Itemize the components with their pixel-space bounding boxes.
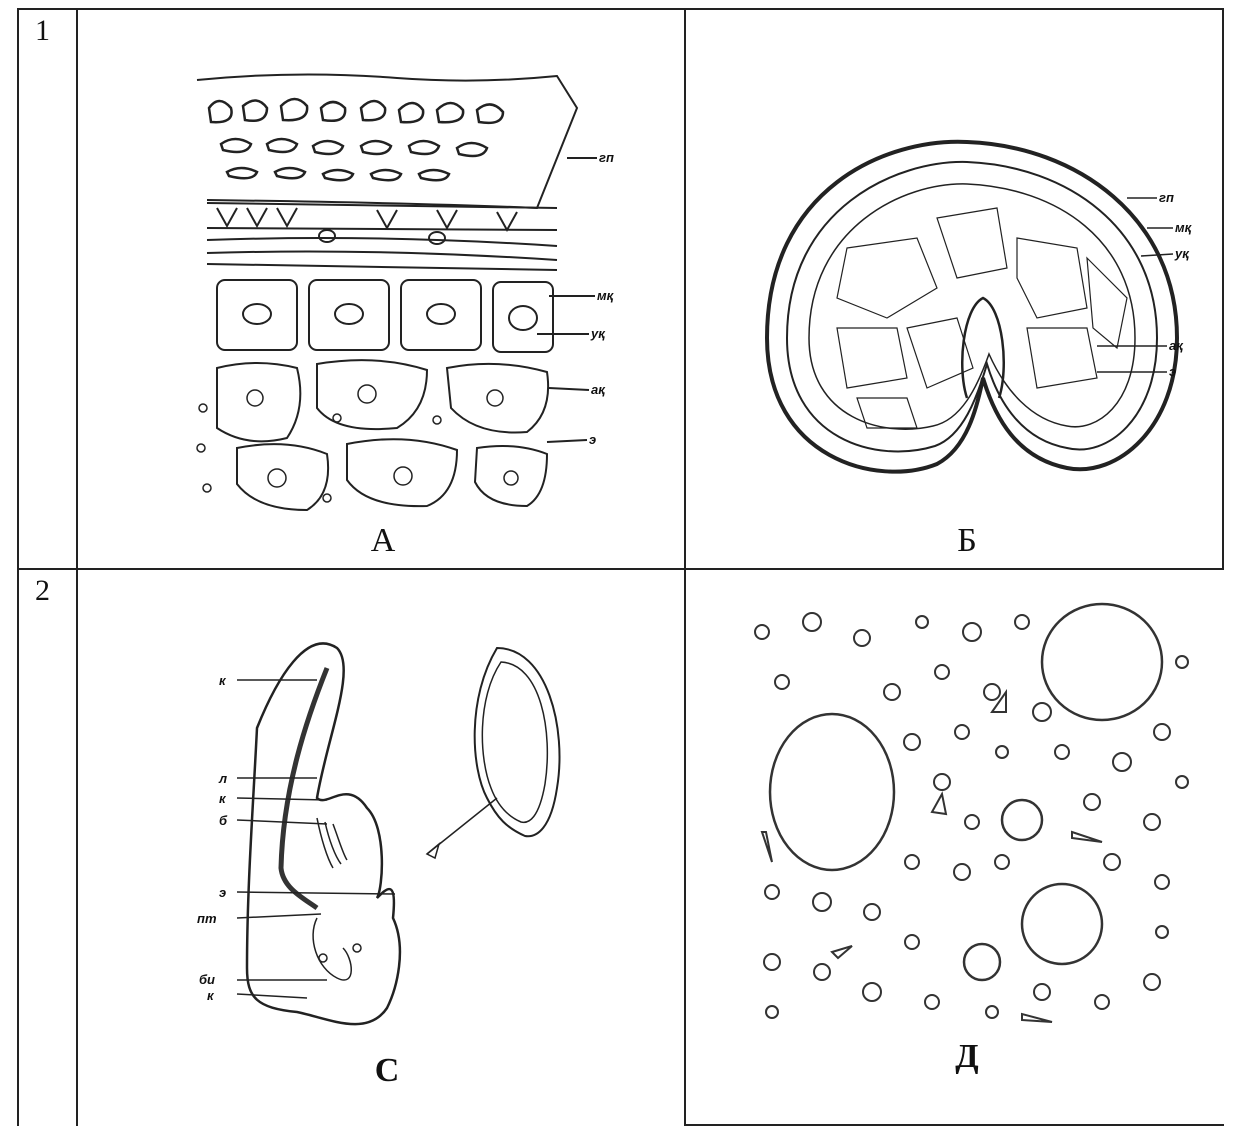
figure-b-label-gp: гп — [1159, 190, 1174, 205]
figure-c-label-bi: би — [199, 972, 215, 987]
table-divider-row — [17, 568, 1224, 570]
figure-a-label-e: э — [589, 432, 596, 447]
table-border-left — [17, 8, 19, 1126]
caption-c: С — [347, 1052, 427, 1090]
figure-a-label-gp: гп — [599, 150, 614, 165]
row-number-2: 2 — [35, 574, 50, 608]
table-border-right — [1222, 8, 1224, 570]
figure-c-label-l: л — [218, 771, 227, 786]
table-divider-middle — [684, 8, 686, 1126]
figure-a-label-aq: ақ — [591, 382, 606, 397]
figure-b-label-e: э — [1169, 364, 1176, 379]
figure-c-label-e: э — [219, 885, 226, 900]
row-number-1: 1 — [35, 14, 50, 48]
figure-a-label-mq: мқ — [597, 288, 615, 303]
figure-c-label-k3: к — [207, 988, 215, 1003]
figure-a-label-uq: уқ — [590, 326, 606, 341]
figure-b-label-aq: ақ — [1169, 338, 1184, 353]
figure-c-label-b: б — [219, 813, 228, 828]
figure-c-label-k2: к — [219, 791, 227, 806]
figure-c-label-pt: пт — [197, 911, 217, 926]
figure-b-label-mq: мқ — [1175, 220, 1193, 235]
table-border-top — [17, 8, 1224, 10]
caption-d: Д — [927, 1038, 1007, 1076]
figure-a-tissue-section: гп мқ уқ ақ э — [177, 68, 627, 518]
figure-d-starch-grains — [742, 602, 1192, 1032]
caption-a: А — [343, 522, 423, 560]
table-divider-number-col — [76, 8, 78, 1126]
figure-c-embryo-section: к л к б э пт би к — [157, 628, 577, 1048]
figure-c-label-k1: к — [219, 673, 227, 688]
caption-b: Б — [927, 522, 1007, 560]
figure-b-label-uq: уқ — [1174, 246, 1190, 261]
figure-table: 1 2 — [17, 8, 1224, 1126]
figure-b-seed-section: гп мқ уқ ақ э — [737, 128, 1207, 528]
